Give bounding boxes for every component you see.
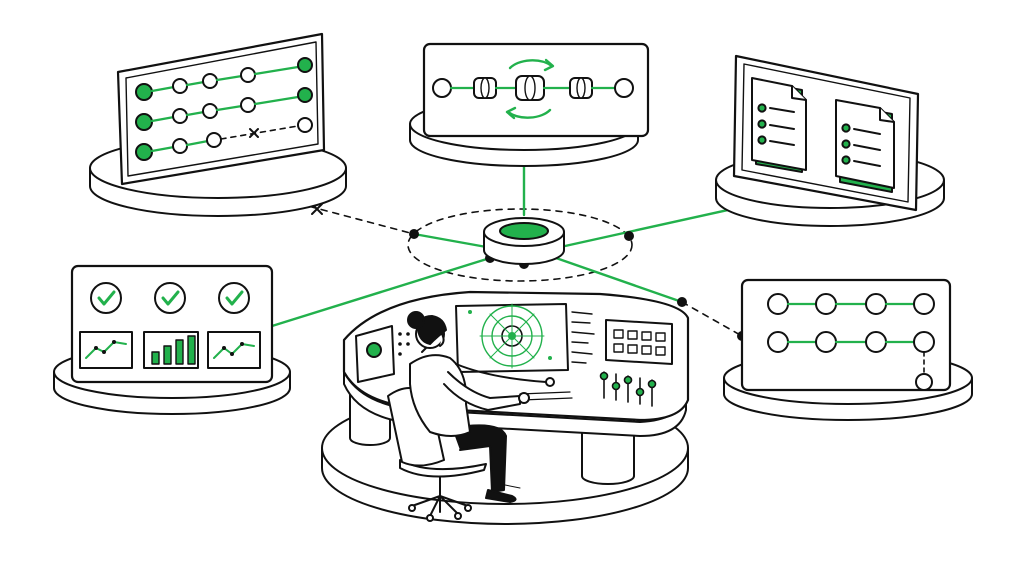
clock-icon bbox=[135, 83, 153, 101]
clock-icon bbox=[135, 113, 153, 131]
bar-chart-icon bbox=[143, 331, 199, 369]
hub-orbit bbox=[407, 208, 633, 282]
document-icon bbox=[835, 99, 895, 193]
link-checks bbox=[270, 256, 492, 328]
line-chart-icon bbox=[79, 331, 133, 369]
workflow-row-2 bbox=[135, 87, 313, 131]
panel-process-graph bbox=[723, 278, 973, 421]
link-hub-left bbox=[412, 232, 494, 250]
operator-figure bbox=[387, 311, 555, 522]
process-row-1 bbox=[767, 293, 935, 315]
document-icon bbox=[751, 77, 807, 173]
panel-checks-and-charts bbox=[53, 264, 291, 415]
panel-workflow-steps bbox=[89, 32, 347, 217]
clock-icon bbox=[135, 143, 153, 161]
workflow-row-3 bbox=[135, 117, 313, 161]
checkmark-icon bbox=[90, 282, 122, 314]
panel-documents bbox=[715, 54, 945, 227]
link-hub-down bbox=[554, 256, 684, 304]
button-grid bbox=[605, 319, 673, 365]
checkmark-icon bbox=[218, 282, 250, 314]
link-process-pending bbox=[681, 301, 743, 337]
central-hub-icon bbox=[483, 217, 565, 265]
sync-arrows-icon bbox=[505, 58, 555, 120]
workflow-row-1 bbox=[135, 57, 313, 101]
line-chart-icon bbox=[207, 331, 261, 369]
radar-screen bbox=[455, 303, 569, 373]
panel-pipeline-sync bbox=[409, 42, 650, 167]
checkmark-icon bbox=[154, 282, 186, 314]
process-row-2 bbox=[767, 331, 935, 391]
x-mark-icon bbox=[249, 128, 259, 138]
slider-controls bbox=[599, 371, 657, 407]
